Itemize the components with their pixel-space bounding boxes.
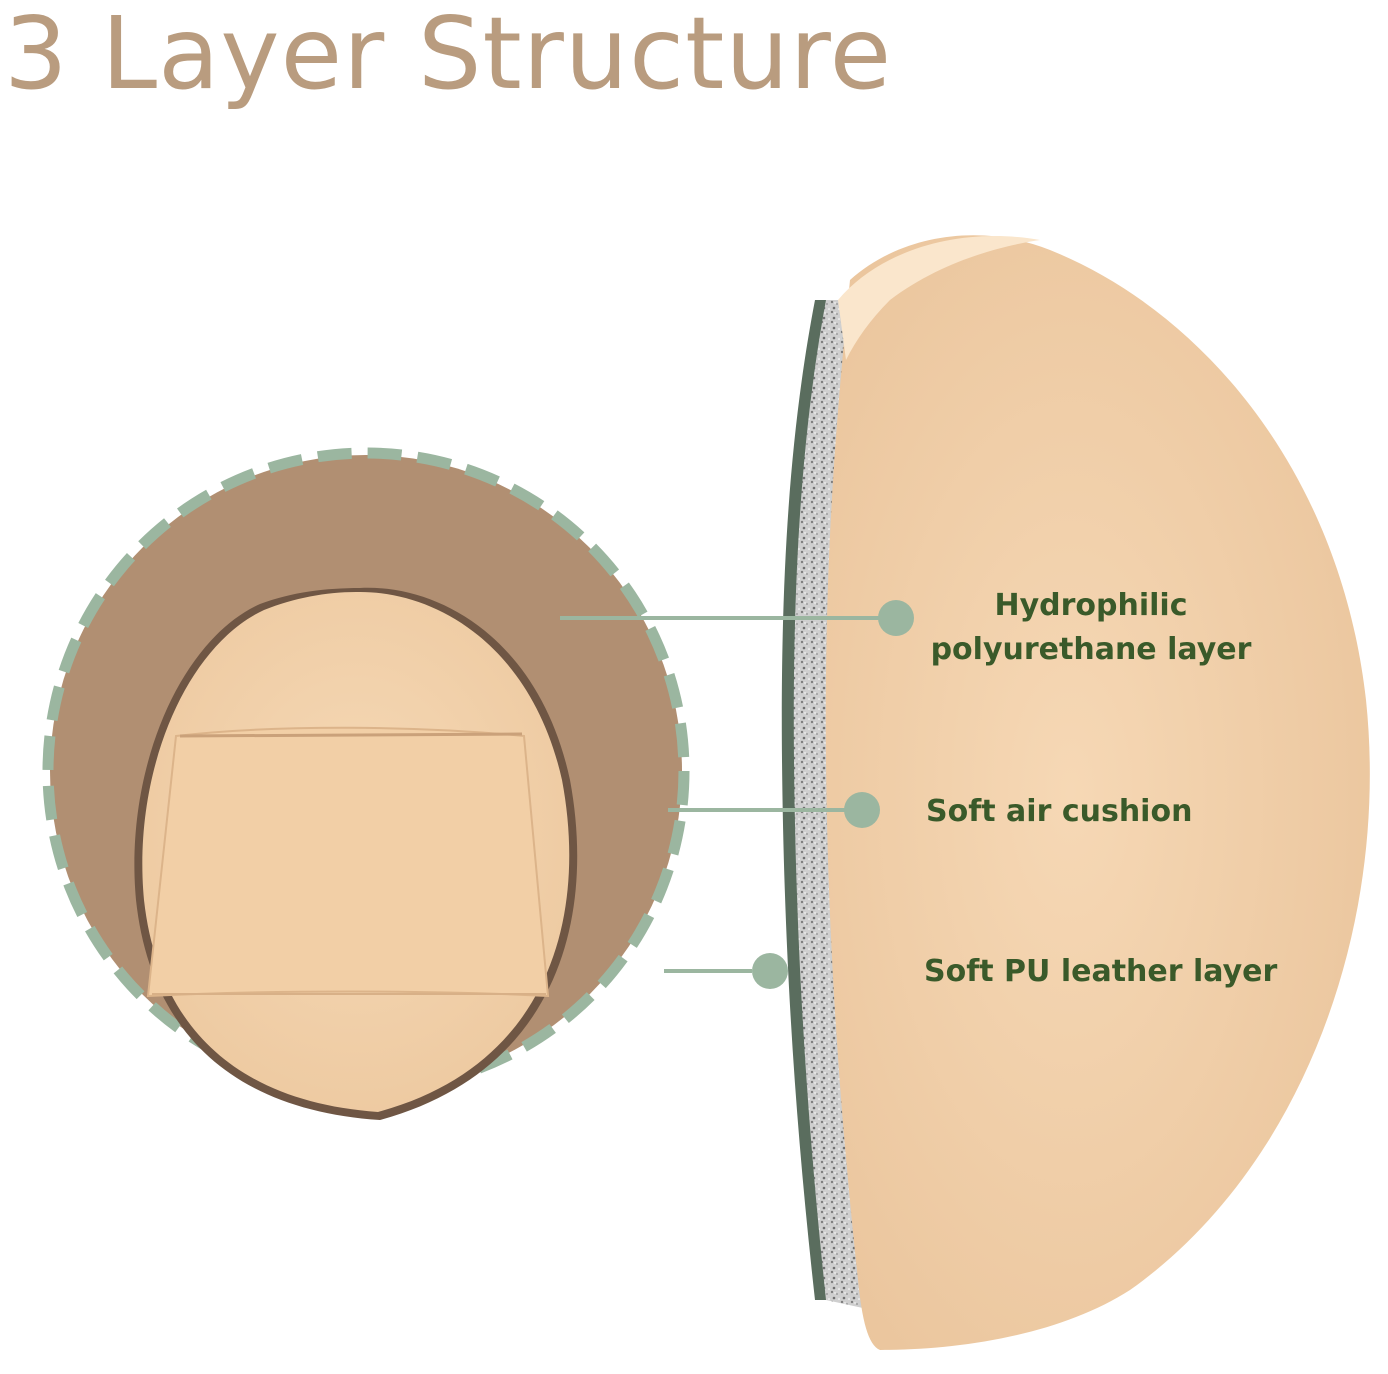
label-air-cushion: Soft air cushion — [926, 794, 1193, 829]
page-title: 3 Layer Structure — [4, 0, 893, 112]
callout-connectors — [560, 600, 914, 989]
label-pu-leather: Soft PU leather layer — [924, 954, 1278, 989]
hydrophilic-layer — [825, 235, 1370, 1350]
label-hydrophilic-layer: Hydrophilic polyurethane layer — [926, 584, 1256, 672]
closeup-dashed-ring — [42, 447, 690, 1095]
pu-leather-edge — [781, 300, 834, 1300]
dot-pu-leather — [752, 953, 788, 989]
label-hydrophilic-line2: polyurethane layer — [930, 632, 1252, 667]
dot-air-cushion — [844, 792, 880, 828]
puff-cross-section — [781, 235, 1370, 1350]
hydrophilic-rim — [838, 236, 1040, 360]
dot-hydrophilic — [878, 600, 914, 636]
puff-closeup — [42, 447, 690, 1120]
label-hydrophilic-line1: Hydrophilic — [994, 588, 1188, 623]
closeup-strap — [146, 726, 550, 998]
